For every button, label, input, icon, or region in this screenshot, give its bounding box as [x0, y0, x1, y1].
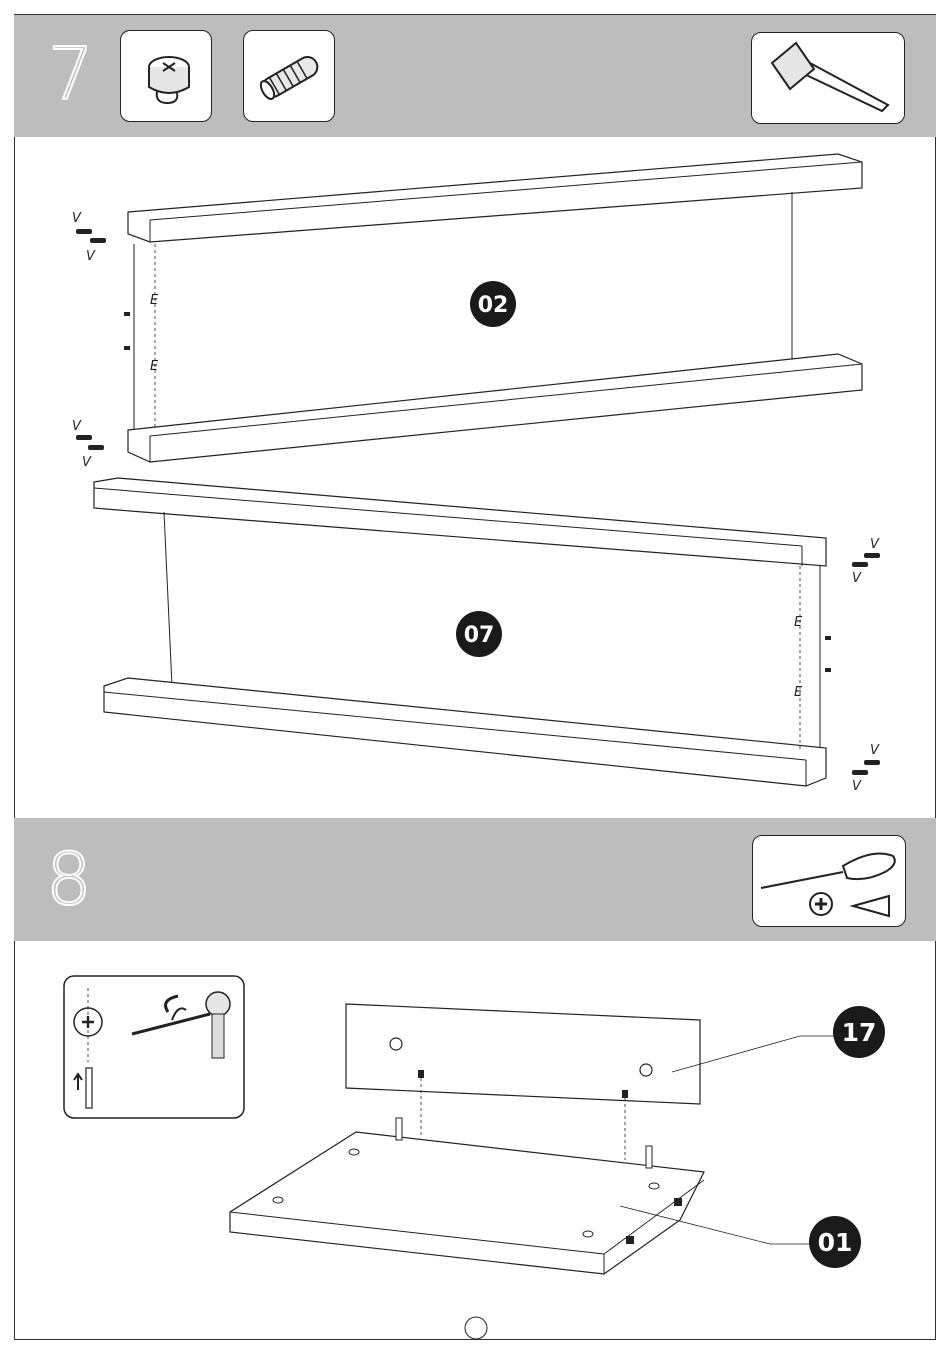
back-panel-17: [346, 1004, 700, 1104]
base-panel-01: [230, 1132, 704, 1274]
part-number-17: 17: [842, 1018, 877, 1047]
part-number-01: 01: [818, 1228, 853, 1257]
page-marker: [465, 1317, 487, 1339]
